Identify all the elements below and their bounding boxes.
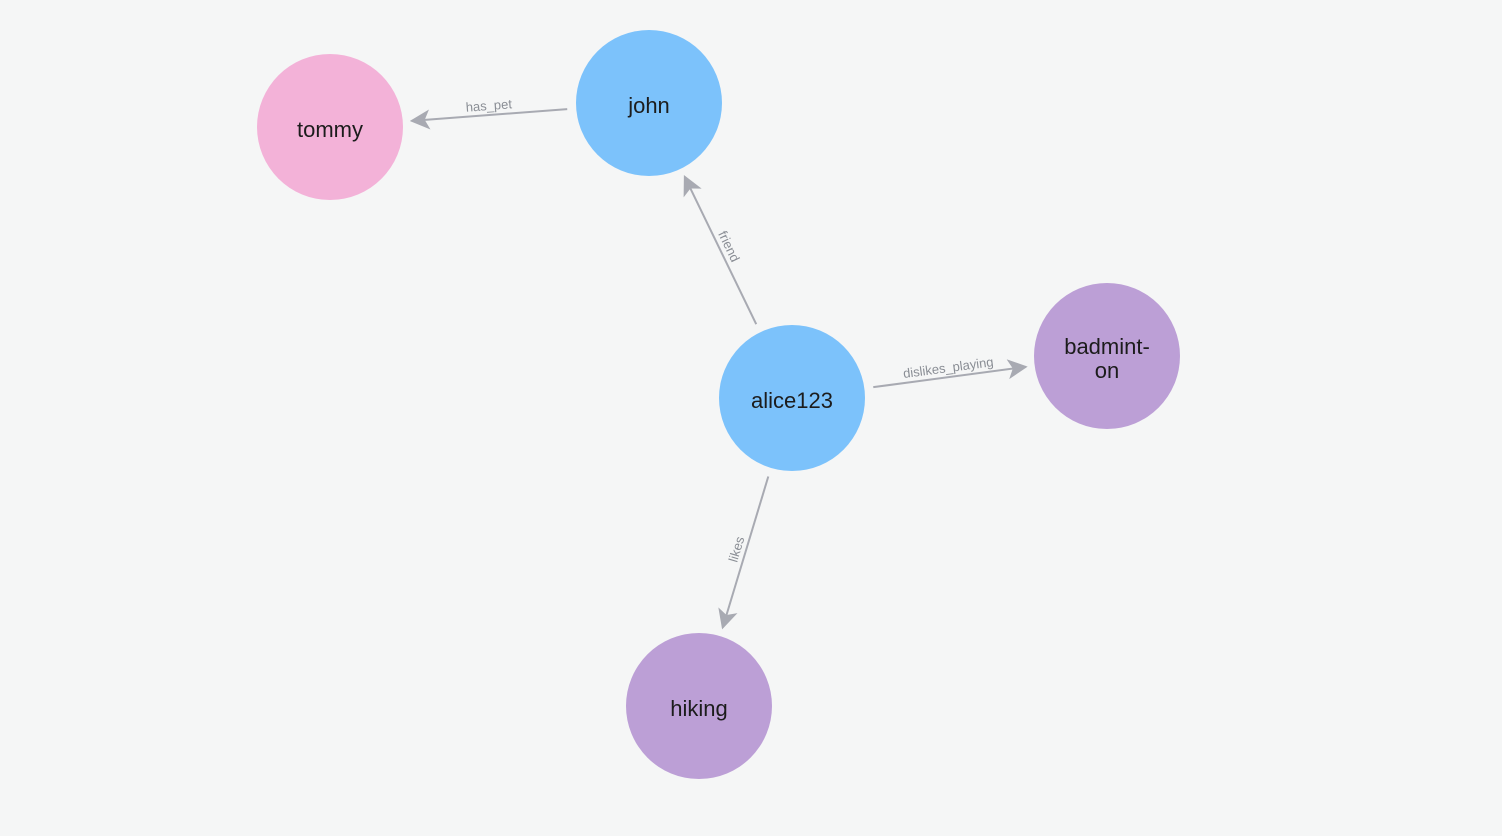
edge-dislikes-playing[interactable]: dislikes_playing: [873, 354, 1028, 389]
edge-line-friend[interactable]: [683, 174, 758, 325]
node-label-badminton: badmint-on: [1064, 334, 1150, 383]
edge-has-pet[interactable]: has_pet: [409, 96, 568, 130]
node-circle-alice123[interactable]: [719, 325, 865, 471]
node-badminton[interactable]: badmint-on: [1034, 283, 1180, 429]
edge-line-has-pet[interactable]: [409, 108, 568, 130]
edge-likes[interactable]: likes: [718, 476, 770, 630]
node-circle-john[interactable]: [576, 30, 722, 176]
nodes-layer: tommy john alice123 badmint-on hiking: [257, 30, 1180, 779]
edge-label-has-pet: has_pet: [465, 96, 513, 114]
node-circle-hiking[interactable]: [626, 633, 772, 779]
edge-friend[interactable]: friend: [683, 174, 758, 325]
node-label-tommy: tommy: [297, 117, 363, 142]
node-john[interactable]: john: [576, 30, 722, 176]
node-circle-tommy[interactable]: [257, 54, 403, 200]
edge-line-likes[interactable]: [718, 476, 770, 630]
node-label-hiking: hiking: [670, 696, 727, 721]
node-tommy[interactable]: tommy: [257, 54, 403, 200]
node-hiking[interactable]: hiking: [626, 633, 772, 779]
edge-label-likes: likes: [725, 534, 747, 564]
node-circle-badminton[interactable]: [1034, 283, 1180, 429]
edge-line-dislikes-playing[interactable]: [873, 359, 1028, 389]
node-label-alice123: alice123: [751, 388, 833, 413]
node-label-john: john: [627, 93, 670, 118]
node-alice123[interactable]: alice123: [719, 325, 865, 471]
